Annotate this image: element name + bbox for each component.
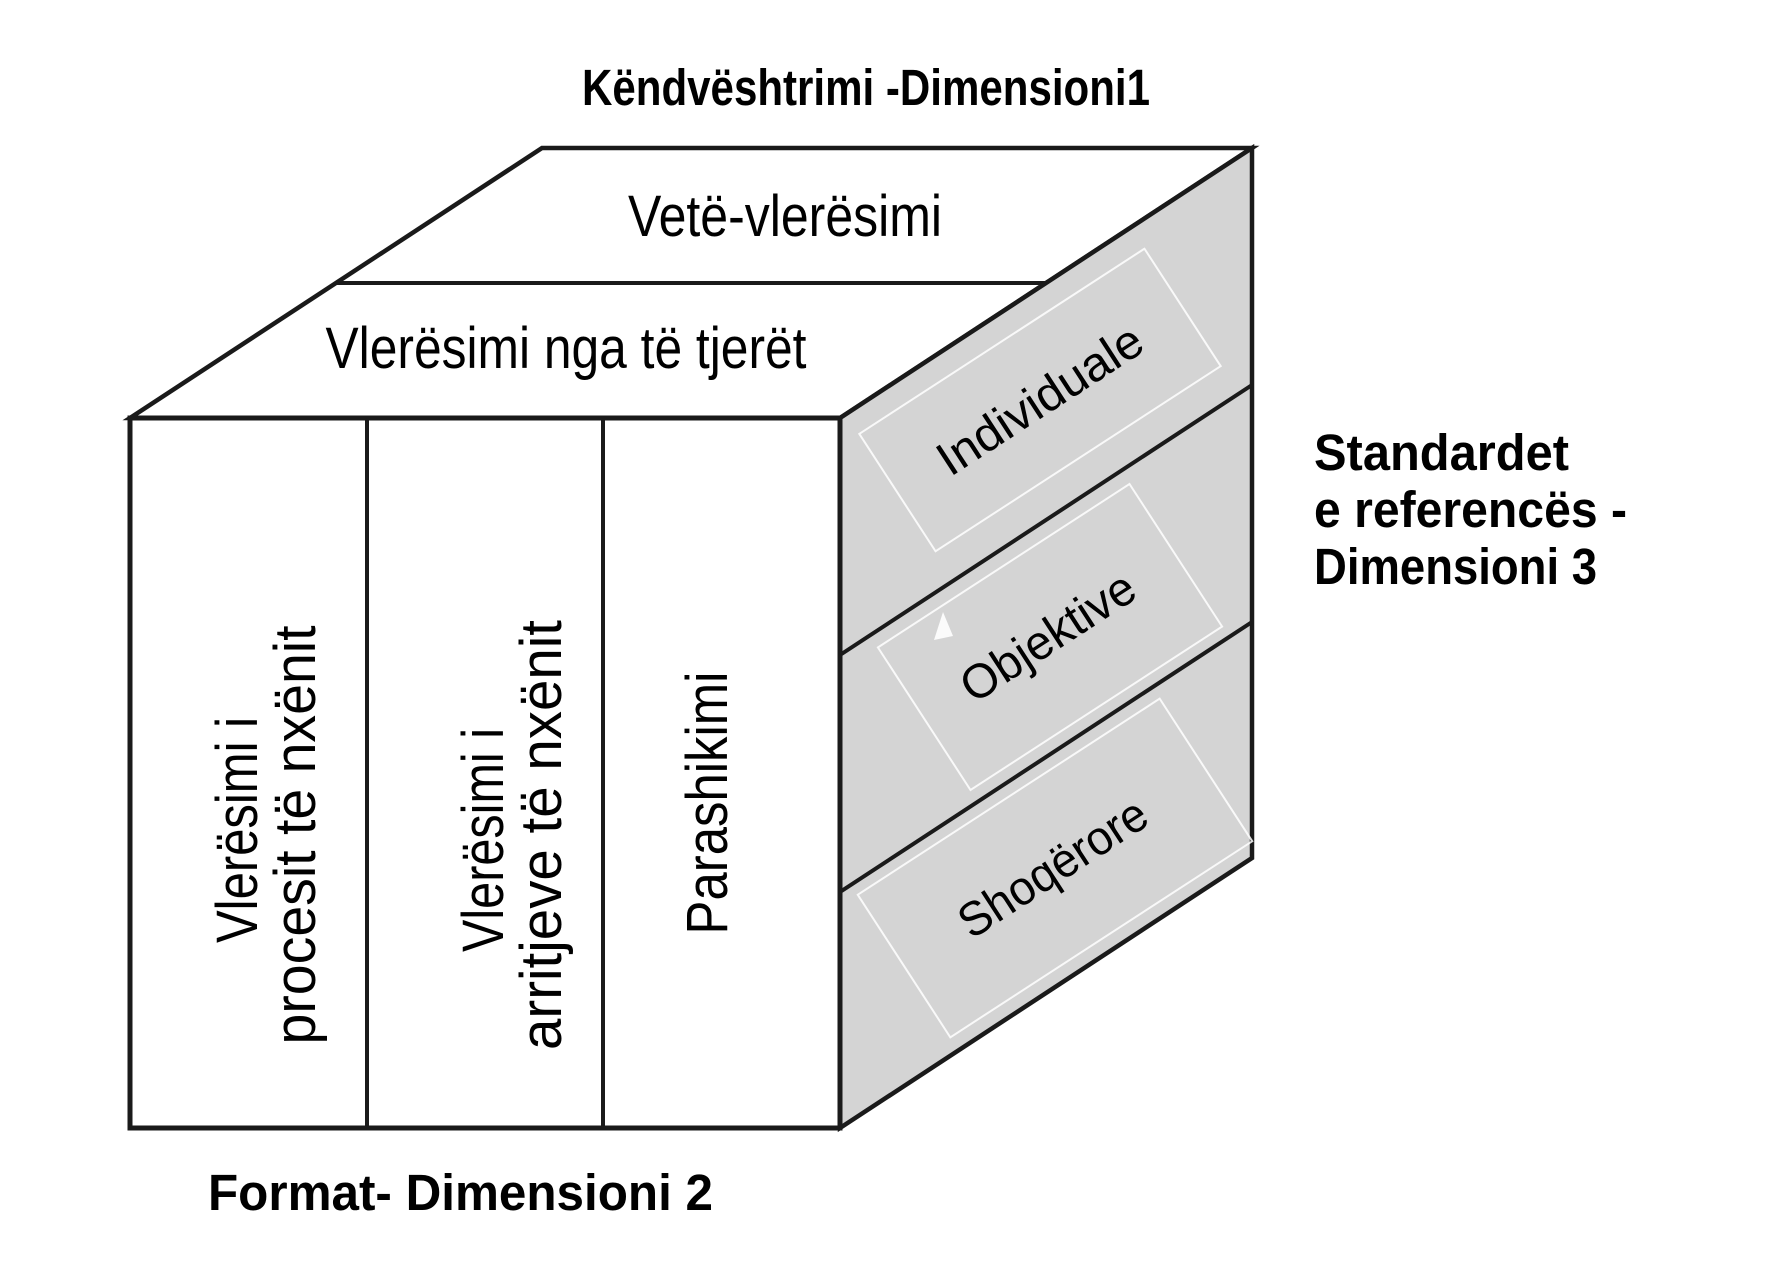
dimension3-label-line1: Standardet — [1314, 424, 1569, 481]
callout-outline-shoqerore — [856, 697, 1254, 1039]
callout-outline-objektive — [876, 482, 1224, 792]
front-col1-line2: procesit të nxënit — [263, 626, 328, 1045]
callout-pointer-objektive — [934, 612, 953, 640]
side-face-divider-2 — [838, 620, 1254, 894]
top-face-row-self-assessment: Vetë-vlerësimi — [628, 184, 942, 249]
top-face-row-assessment-by-others: Vlerësimi nga të tjerët — [326, 316, 807, 381]
side-face-divider-1 — [838, 383, 1254, 657]
front-col2-line1: Vlerësimi i — [451, 728, 516, 952]
front-col2-line2: arritjeve të nxënit — [509, 620, 574, 1050]
front-col1-line1: Vlerësimi i — [205, 717, 270, 943]
dimension3-label-line2: e referencës - — [1314, 481, 1627, 538]
diagram-title: Këndvështrimi -Dimensioni1 — [582, 59, 1150, 116]
front-col3-line1: Parashikimi — [675, 672, 740, 935]
dimension3-label: Standardet e referencës - Dimensioni 3 — [1314, 424, 1627, 595]
cube-front-face — [127, 415, 843, 1131]
dimension2-label: Format- Dimensioni 2 — [208, 1164, 713, 1221]
dimension3-label-line3: Dimensioni 3 — [1314, 538, 1597, 595]
callout-outline-individuale — [857, 247, 1223, 553]
